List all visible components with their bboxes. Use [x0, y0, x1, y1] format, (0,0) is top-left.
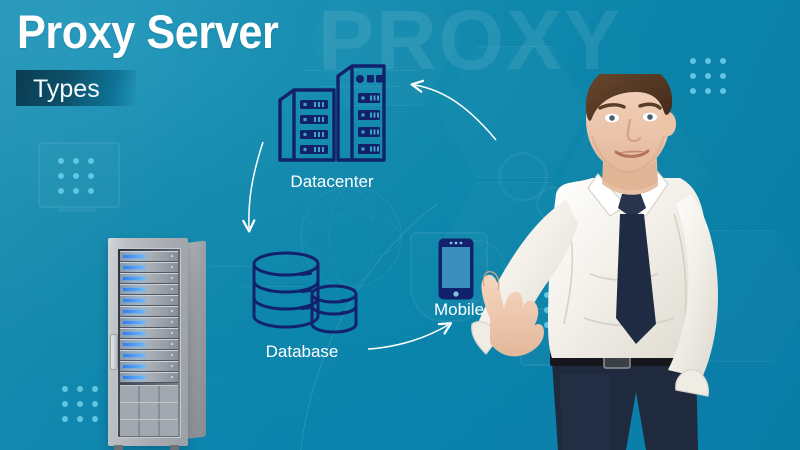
node-datacenter[interactable]: Datacenter [272, 62, 402, 192]
dot-grid-left-lower [62, 386, 98, 422]
node-database[interactable]: Database [248, 250, 368, 370]
node-label-datacenter: Datacenter [290, 172, 374, 191]
gear-watermark [498, 152, 548, 202]
subtitle-label: Types [33, 75, 100, 103]
datacenter-buildings-icon [278, 64, 386, 162]
tie [616, 214, 656, 344]
shirt-collar [587, 173, 627, 217]
server-rack-frame [108, 238, 188, 450]
node-mobile[interactable]: Mobile [434, 238, 498, 328]
tie-knot [618, 192, 646, 218]
subtitle-badge: Types [16, 70, 136, 106]
node-label-mobile: Mobile [433, 300, 485, 319]
right-arm [668, 194, 718, 378]
node-label-database: Database [265, 342, 339, 361]
dot-grid-top-right [690, 58, 726, 94]
smartphone-icon [438, 238, 474, 300]
dot-grid-left-upper [58, 158, 94, 194]
businessman-figure [471, 74, 718, 450]
database-cylinders-icon [252, 251, 358, 334]
server-rack-handle [110, 334, 118, 370]
pointing-hand [481, 274, 544, 357]
watermark-proxy-text: PROXY [318, 0, 623, 87]
server-rack [108, 238, 206, 450]
hair [585, 74, 673, 121]
page-title: Proxy Server [17, 5, 279, 58]
server-rack-glass-door [117, 248, 181, 438]
